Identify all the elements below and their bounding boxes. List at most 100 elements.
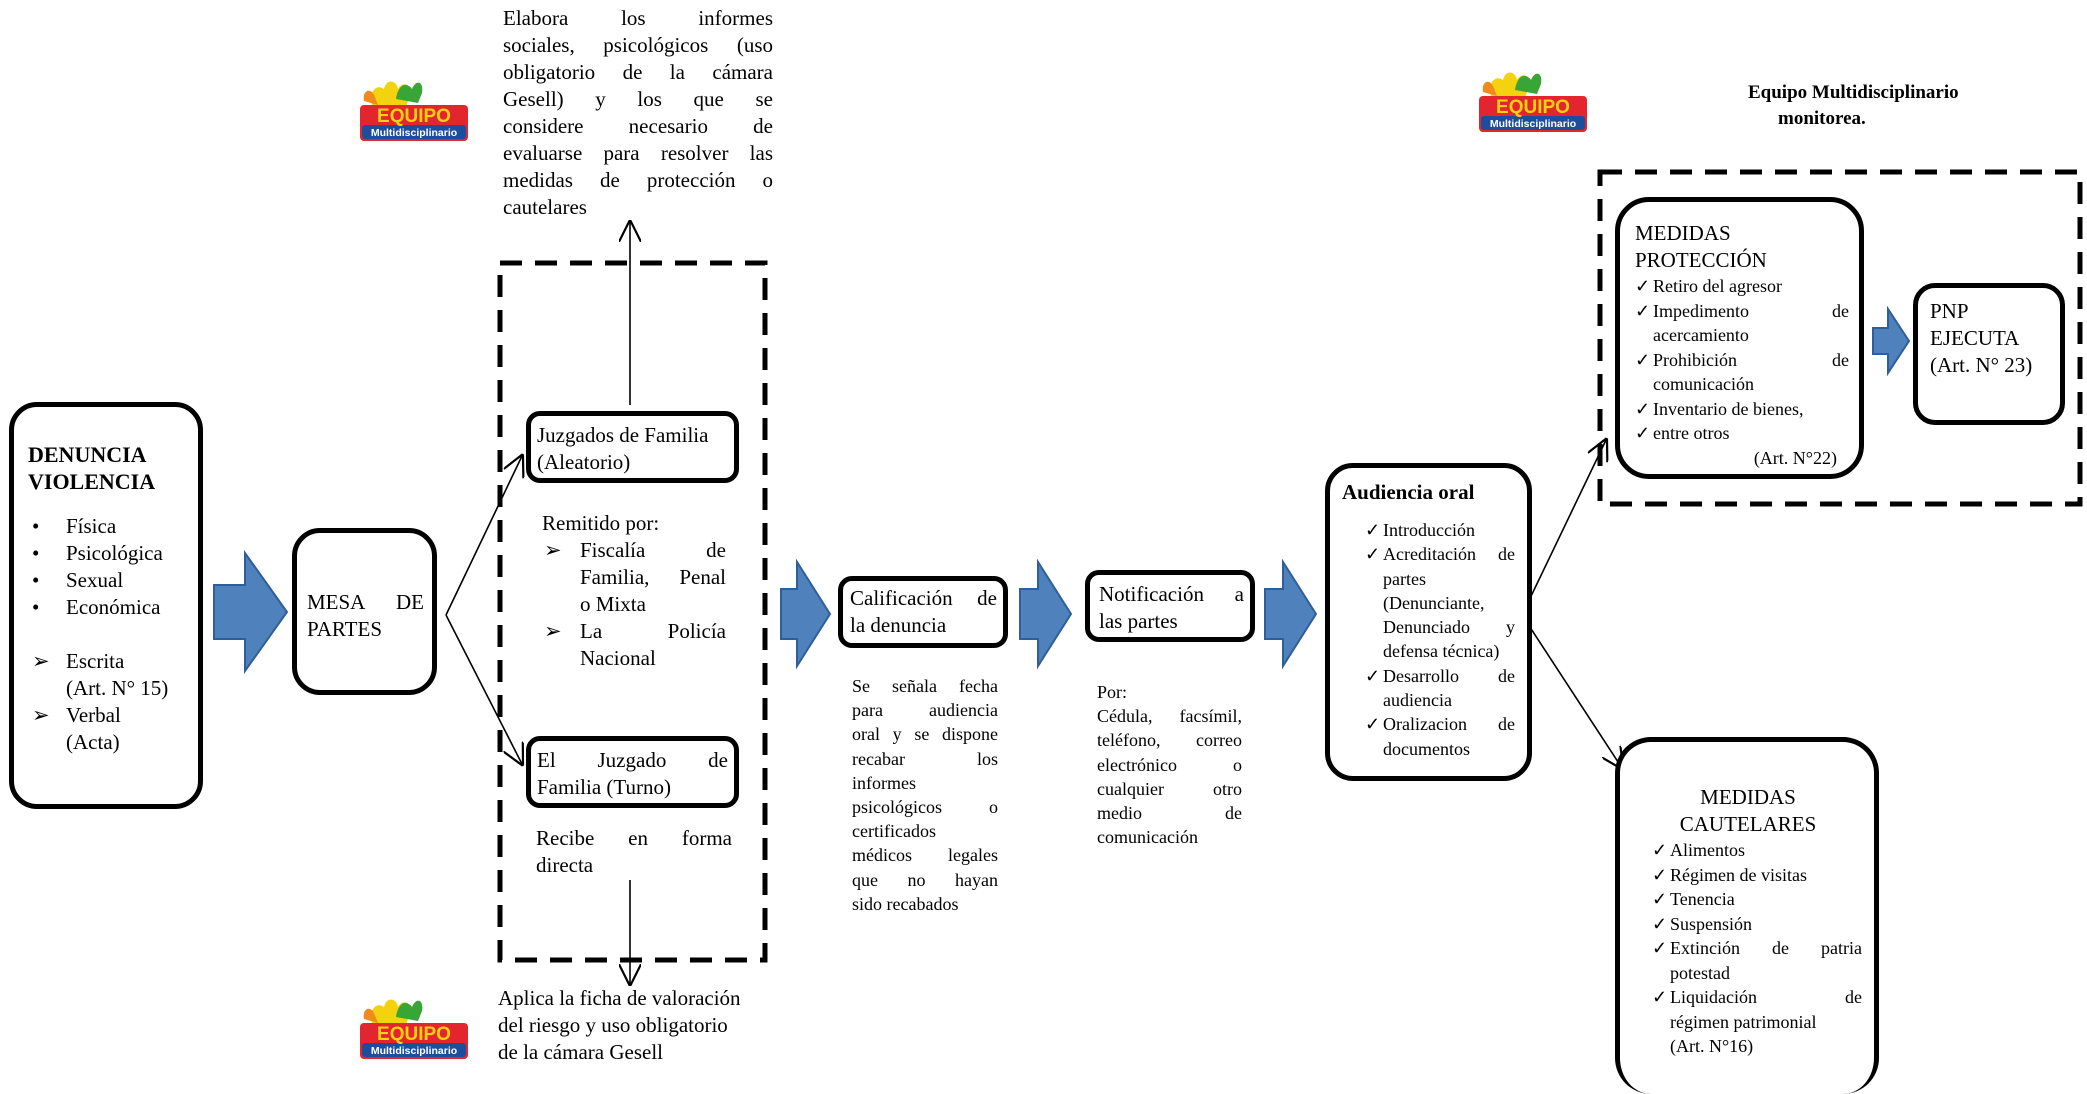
calificacion-line-1: Calificación de xyxy=(850,586,997,610)
block-arrow-2 xyxy=(780,558,832,670)
violence-type-item: •Sexual xyxy=(32,568,124,592)
denuncia-form-item: ➢Verbal(Acta) xyxy=(32,703,121,754)
logo-text-1: EQUIPO xyxy=(377,1024,451,1045)
denuncia-violencia-box: DENUNCIA VIOLENCIA •Física •Psicológica … xyxy=(9,402,203,809)
juzgado-turno-line-2: Familia (Turno) xyxy=(537,775,671,799)
arrow-mesa-to-juzgado-aleatorio xyxy=(445,456,522,616)
audiencia-title: Audiencia oral xyxy=(1342,480,1475,504)
medidas-proteccion-box: MEDIDAS PROTECCIÓN ✓Retiro del agresor ✓… xyxy=(1615,197,1864,479)
cautelar-item: ✓Suspensión xyxy=(1652,912,1862,937)
bullet-dot: • xyxy=(32,514,40,538)
mesa-de-partes-box: MESA DE PARTES xyxy=(292,528,437,695)
medidas-cautelares-box: MEDIDAS CAUTELARES ✓Alimentos ✓Régimen d… xyxy=(1615,737,1879,1094)
equipo-logo-2: EQUIPO Multidisciplinario xyxy=(356,993,474,1065)
check-icon: ✓ xyxy=(1652,840,1668,860)
proteccion-item: ✓Retiro del agresor xyxy=(1635,274,1849,299)
check-icon: ✓ xyxy=(1652,913,1668,934)
block-arrow-1 xyxy=(213,549,289,675)
cautelar-item: ✓Régimen de visitas xyxy=(1652,863,1862,888)
notificacion-medios-text: Por: Cédula, facsímil, teléfono, correo … xyxy=(1097,682,1242,848)
block-arrow-3 xyxy=(1019,558,1073,670)
check-icon: ✓ xyxy=(1365,544,1381,565)
logo-text-1: EQUIPO xyxy=(1496,97,1570,118)
violence-type-item: •Económica xyxy=(32,595,161,619)
block-arrow-4 xyxy=(1264,558,1318,670)
aplica-ficha-text: Aplica la ficha de valoración del riesgo… xyxy=(498,986,741,1064)
notificacion-line-2: las partes xyxy=(1099,609,1178,633)
bullet-dot: • xyxy=(32,541,40,565)
cautelares-list: ✓Alimentos ✓Régimen de visitas ✓Tenencia… xyxy=(1652,838,1862,1059)
cautelares-title-2: CAUTELARES xyxy=(1679,812,1817,836)
calificacion-line-2: la denuncia xyxy=(850,613,947,637)
check-icon: ✓ xyxy=(1652,938,1668,958)
notificacion-line-1: Notificación a xyxy=(1099,582,1244,606)
violence-type-list: •Física •Psicológica •Sexual •Económica xyxy=(28,513,190,621)
audiencia-step: ✓Introducción xyxy=(1365,518,1515,542)
equipo-logo-1: EQUIPO Multidisciplinario xyxy=(356,75,474,147)
check-icon: ✓ xyxy=(1652,987,1668,1007)
check-icon: ✓ xyxy=(1635,423,1651,443)
denuncia-title-2: VIOLENCIA xyxy=(28,469,156,494)
juzgados-familia-aleatorio-box: Juzgados de Familia (Aleatorio) xyxy=(526,411,739,483)
calificacion-denuncia-box: Calificación de la denuncia xyxy=(838,576,1008,648)
arrow-bullet-icon: ➢ xyxy=(32,703,50,727)
cautelares-title-1: MEDIDAS xyxy=(1700,785,1796,809)
proteccion-title-1: MEDIDAS xyxy=(1635,221,1731,245)
violence-type-item: •Psicológica xyxy=(32,541,163,565)
arrow-audiencia-to-cautelares xyxy=(1521,614,1622,768)
denuncia-title-1: DENUNCIA xyxy=(28,442,147,467)
juzgado-aleatorio-line-2: (Aleatorio) xyxy=(537,450,631,474)
denuncia-form-item: ➢Escrita(Art. N° 15) xyxy=(32,649,169,700)
proteccion-item: ✓entre otros xyxy=(1635,421,1849,446)
informes-text: Elabora los informes sociales, psicológi… xyxy=(503,6,773,219)
check-icon: ✓ xyxy=(1635,349,1651,370)
arrow-mesa-to-juzgado-turno xyxy=(445,614,522,764)
pnp-ejecuta-box: PNP EJECUTA (Art. N° 23) xyxy=(1913,283,2065,425)
proteccion-item: ✓Inventario de bienes, xyxy=(1635,397,1849,422)
logo-text-1: EQUIPO xyxy=(377,106,451,127)
proteccion-article: (Art. N°22) xyxy=(1753,447,1837,468)
juzgado-turno-line-1: El Juzgado de xyxy=(537,748,728,772)
logo-graphic: EQUIPO Multidisciplinario xyxy=(1479,72,1587,132)
juzgados-dashed-group xyxy=(497,260,768,963)
logo-graphic: EQUIPO Multidisciplinario xyxy=(360,999,468,1059)
recibe-directa-text: Recibe en forma directa xyxy=(536,826,732,877)
denuncia-form-list: ➢Escrita(Art. N° 15) ➢Verbal(Acta) xyxy=(28,648,190,756)
notificacion-partes-box: Notificación a las partes xyxy=(1085,570,1255,642)
arrow-audiencia-to-proteccion xyxy=(1521,440,1606,616)
check-icon: ✓ xyxy=(1652,864,1668,885)
check-icon: ✓ xyxy=(1652,889,1668,909)
equipo-logo-3: EQUIPO Multidisciplinario xyxy=(1475,66,1593,138)
logo-text-2: Multidisciplinario xyxy=(371,127,457,139)
proteccion-dashed-group xyxy=(1597,169,2083,507)
logo-text-2: Multidisciplinario xyxy=(1490,118,1576,130)
block-arrow-5 xyxy=(1872,305,1911,377)
juzgado-aleatorio-line-1: Juzgados de Familia xyxy=(537,423,709,447)
arrow-bullet-icon: ➢ xyxy=(544,619,562,643)
check-icon: ✓ xyxy=(1365,665,1381,686)
arrow-bullet-icon: ➢ xyxy=(32,649,50,673)
logo-graphic: EQUIPO Multidisciplinario xyxy=(360,81,468,141)
check-icon: ✓ xyxy=(1365,714,1381,735)
logo-text-2: Multidisciplinario xyxy=(371,1045,457,1057)
senala-fecha-text: Se señala fecha para audiencia oral y se… xyxy=(852,676,998,914)
check-icon: ✓ xyxy=(1365,520,1381,540)
arrow-bullet-icon: ➢ xyxy=(544,538,562,562)
check-icon: ✓ xyxy=(1635,300,1651,321)
audiencia-oral-box: Audiencia oral ✓Introducción ✓Acreditaci… xyxy=(1325,463,1532,781)
check-icon: ✓ xyxy=(1635,276,1651,296)
proteccion-title-2: PROTECCIÓN xyxy=(1635,248,1767,272)
cautelar-item: ✓Alimentos xyxy=(1652,838,1862,863)
mesa-line-1: MESA DE xyxy=(307,590,424,614)
